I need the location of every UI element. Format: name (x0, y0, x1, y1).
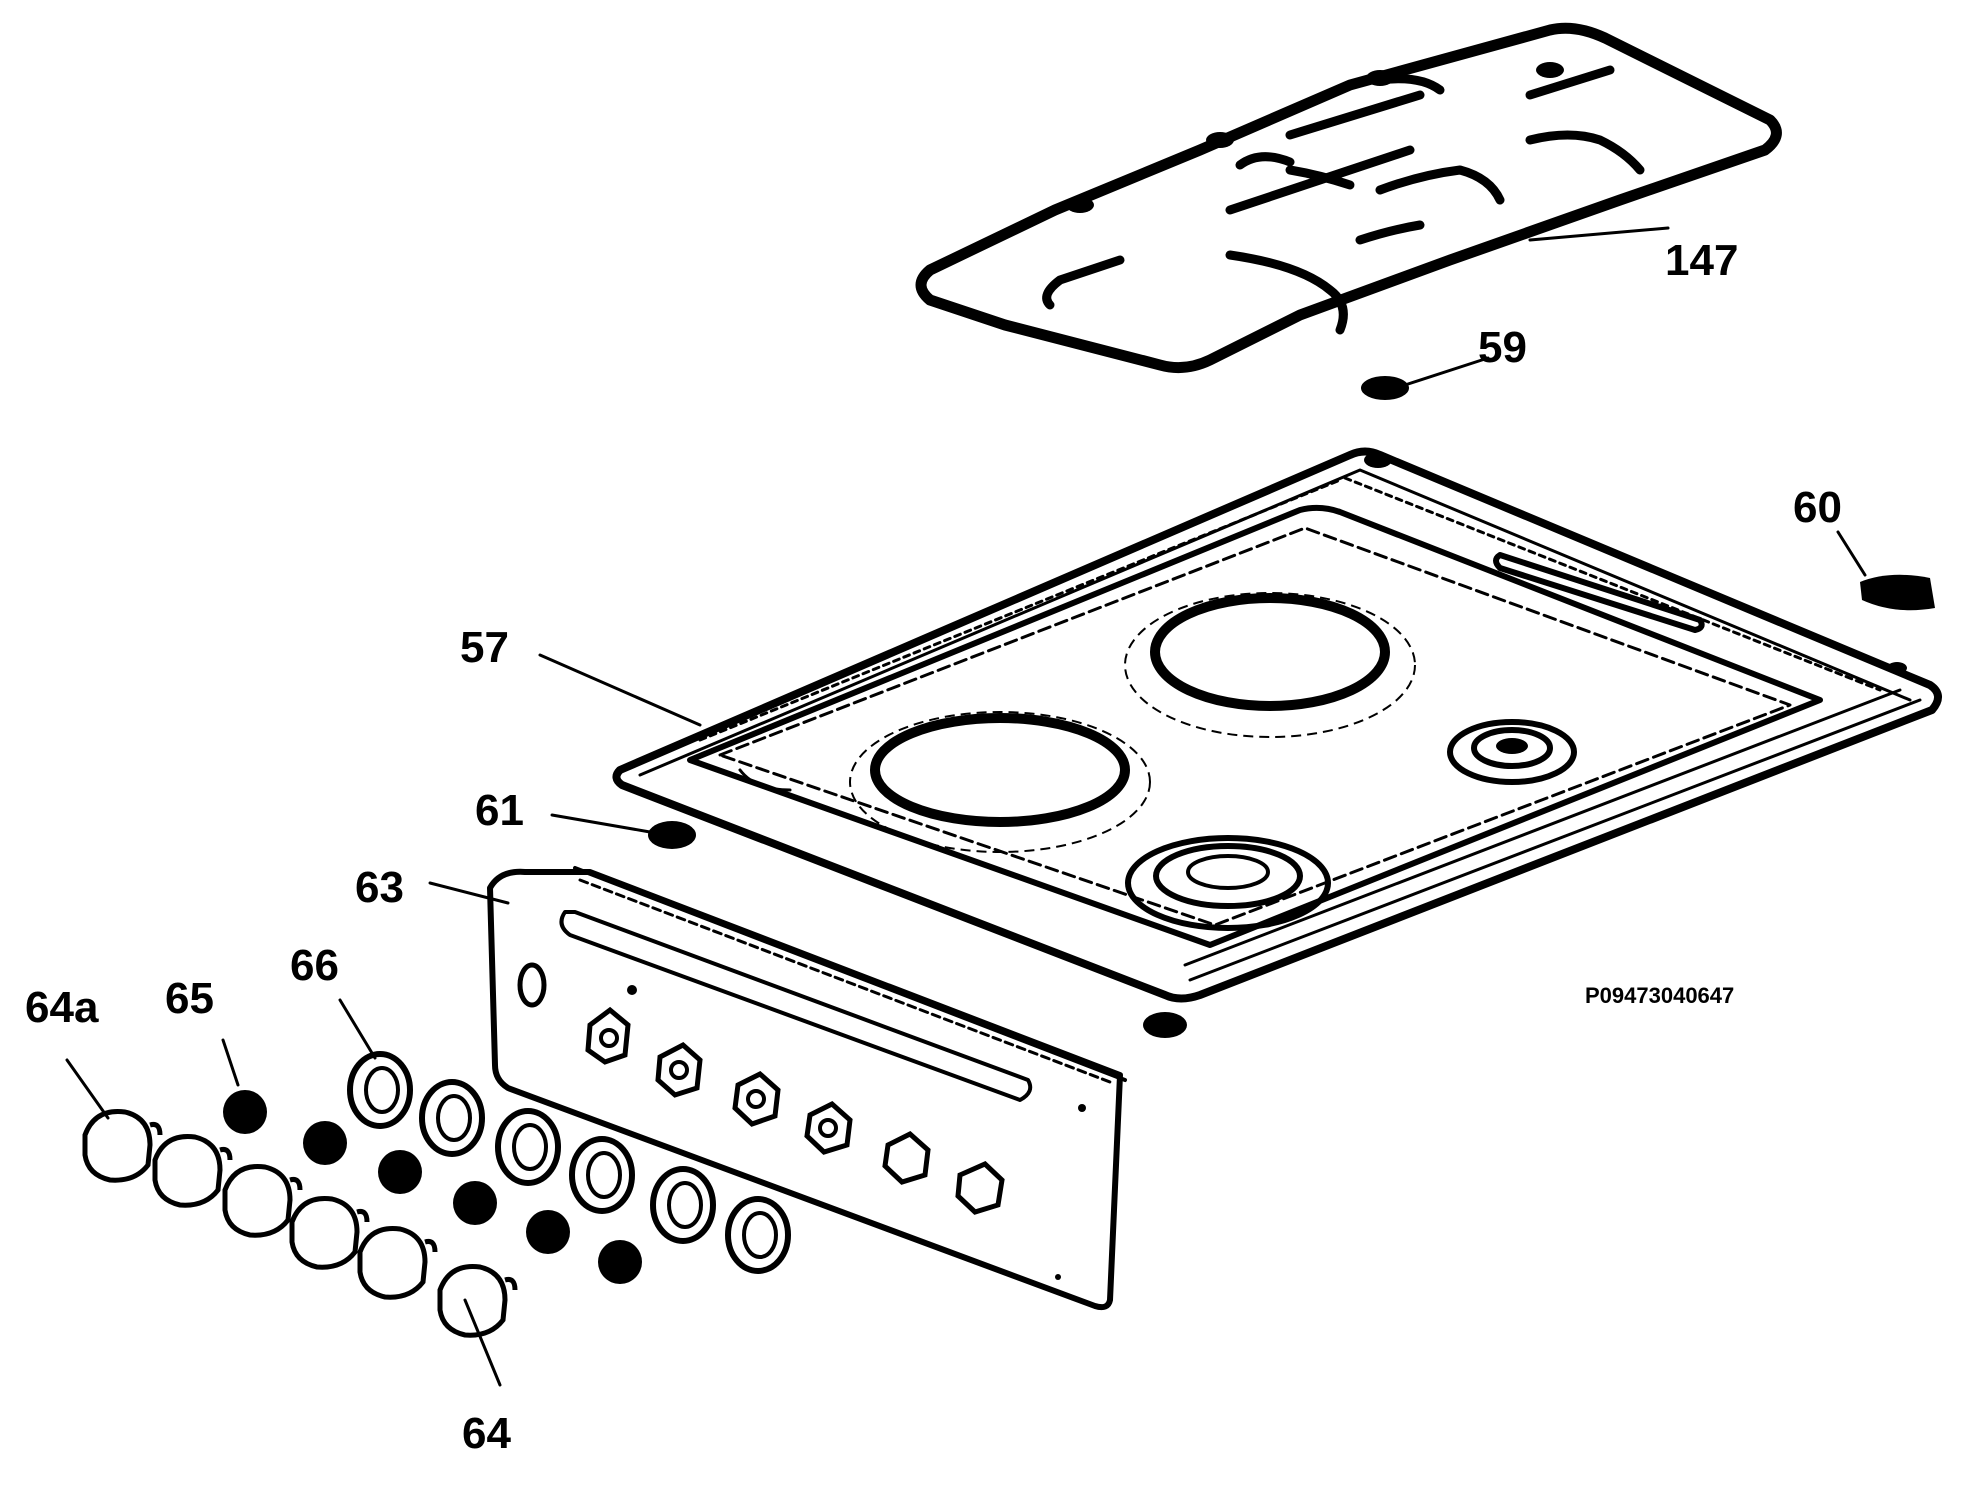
part-60 (1836, 530, 1935, 611)
rubber-foot-59 (1361, 356, 1490, 400)
callout-59: 59 (1478, 323, 1527, 372)
knob-bezels-66 (338, 998, 791, 1274)
drawing-code: P09473040647 (1585, 983, 1734, 1008)
callout-147: 147 (1665, 236, 1738, 285)
callout-63: 63 (355, 863, 404, 912)
washers-65 (221, 1038, 642, 1284)
pan-support-grid (915, 22, 1782, 374)
callout-57: 57 (460, 623, 509, 672)
callout-65: 65 (165, 974, 214, 1023)
callout-labels: 147 59 60 57 61 63 66 65 64a 64 P0947304… (25, 236, 1842, 1458)
callout-64a: 64a (25, 983, 99, 1032)
rubber-foot-61 (550, 813, 696, 849)
callout-64: 64 (462, 1409, 511, 1458)
callout-60: 60 (1793, 483, 1842, 532)
hob-top-57 (538, 447, 1942, 1038)
callout-66: 66 (290, 941, 339, 990)
callout-61: 61 (475, 786, 524, 835)
control-knobs-64 (65, 1058, 518, 1387)
control-panel-63 (428, 866, 1127, 1311)
